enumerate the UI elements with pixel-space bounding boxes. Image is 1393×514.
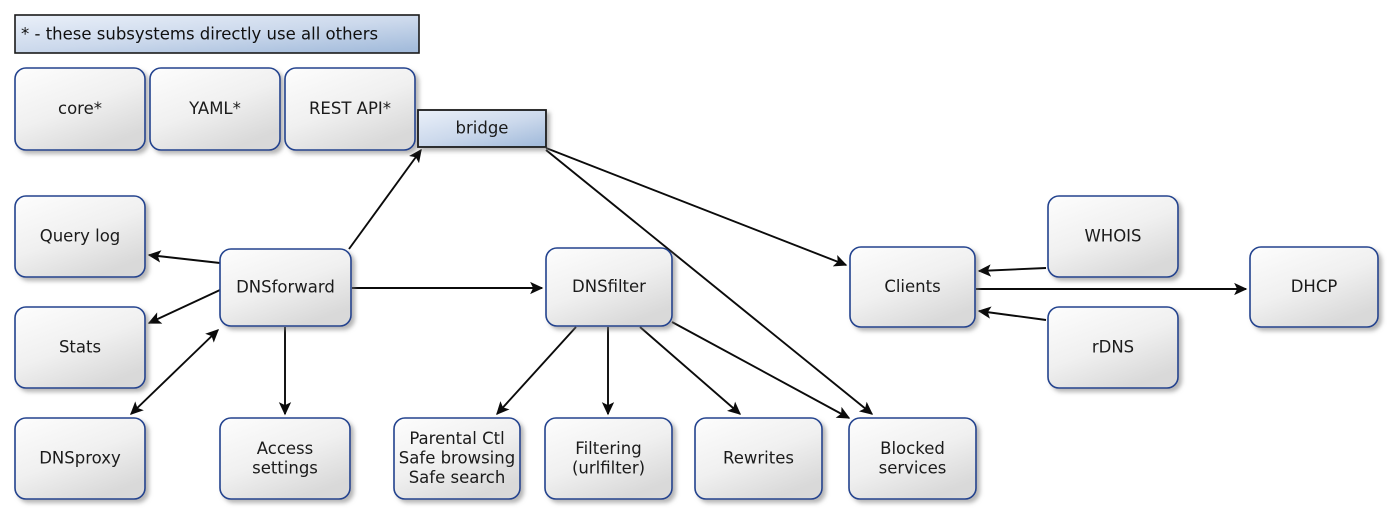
edge-dnsforward-querylog <box>147 250 221 264</box>
node-box-whois <box>1047 195 1179 278</box>
edge-dnsfilter-blocked <box>671 321 851 419</box>
node-box-clients <box>849 246 976 328</box>
node-box-bridge <box>417 109 547 148</box>
node-box-access <box>219 417 351 500</box>
node-label-dnsproxy: DNSproxy <box>39 448 121 467</box>
node-label-querylog: Query log <box>40 226 121 245</box>
edge-rdns-clients <box>977 306 1047 321</box>
node-restapi[interactable]: REST API* <box>284 67 416 151</box>
node-label-dhcp: DHCP <box>1291 277 1338 296</box>
node-stats[interactable]: Stats <box>14 306 146 389</box>
edge-dnsforward-bridge <box>348 148 422 250</box>
node-label-rdns: rDNS <box>1092 337 1134 356</box>
node-label-core: core* <box>58 99 102 118</box>
node-label-filtering: Filtering(urlfilter) <box>572 438 645 477</box>
node-box-rdns <box>1047 306 1179 389</box>
legend-box: * - these subsystems directly use all ot… <box>14 14 420 54</box>
node-querylog[interactable]: Query log <box>14 195 146 278</box>
node-label-dnsforward: DNSforward <box>236 277 335 296</box>
edge-bridge-blocked <box>545 149 874 415</box>
node-label-whois: WHOIS <box>1084 226 1141 245</box>
node-label-restapi: REST API* <box>309 99 391 118</box>
node-box-core <box>14 67 146 151</box>
node-rewrites[interactable]: Rewrites <box>694 417 823 500</box>
node-box-dhcp <box>1249 246 1379 328</box>
node-yaml[interactable]: YAML* <box>149 67 281 151</box>
node-core[interactable]: core* <box>14 67 146 151</box>
node-box-blocked <box>848 417 977 500</box>
node-box-dnsproxy <box>14 417 146 500</box>
legend-text: * - these subsystems directly use all ot… <box>21 25 378 44</box>
edge-dnsfilter-rewrites <box>639 326 742 415</box>
node-box-dnsforward <box>219 248 352 327</box>
node-whois[interactable]: WHOIS <box>1047 195 1179 278</box>
node-dnsforward[interactable]: DNSforward <box>219 248 352 327</box>
node-box-dnsfilter <box>545 247 673 327</box>
edge-whois-clients <box>977 264 1047 277</box>
node-label-clients: Clients <box>884 277 940 296</box>
node-label-yaml: YAML* <box>188 99 241 118</box>
legend-layer: * - these subsystems directly use all ot… <box>14 14 420 54</box>
node-label-bridge: bridge <box>456 118 509 137</box>
legend-rect <box>14 14 420 54</box>
node-box-rewrites <box>694 417 823 500</box>
node-dhcp[interactable]: DHCP <box>1249 246 1379 328</box>
node-box-filtering <box>544 417 673 500</box>
node-label-dnsfilter: DNSfilter <box>572 277 646 296</box>
node-box-restapi <box>284 67 416 151</box>
node-dnsproxy[interactable]: DNSproxy <box>14 417 146 500</box>
node-filtering[interactable]: Filtering(urlfilter) <box>544 417 673 500</box>
node-box-parental <box>393 417 521 500</box>
node-box-stats <box>14 306 146 389</box>
edge-dnsforward-dnsproxy <box>130 329 219 415</box>
edge-bridge-clients <box>545 147 848 267</box>
node-bridge[interactable]: bridge <box>417 109 547 148</box>
node-label-rewrites: Rewrites <box>723 448 794 467</box>
edge-dnsforward-stats <box>147 289 221 324</box>
node-clients[interactable]: Clients <box>849 246 976 328</box>
node-box-yaml <box>149 67 281 151</box>
node-dnsfilter[interactable]: DNSfilter <box>545 247 673 327</box>
edge-dnsfilter-parental <box>496 326 577 416</box>
node-label-stats: Stats <box>59 337 101 356</box>
node-box-querylog <box>14 195 146 278</box>
edges-layer <box>130 147 1248 419</box>
node-rdns[interactable]: rDNS <box>1047 306 1179 389</box>
